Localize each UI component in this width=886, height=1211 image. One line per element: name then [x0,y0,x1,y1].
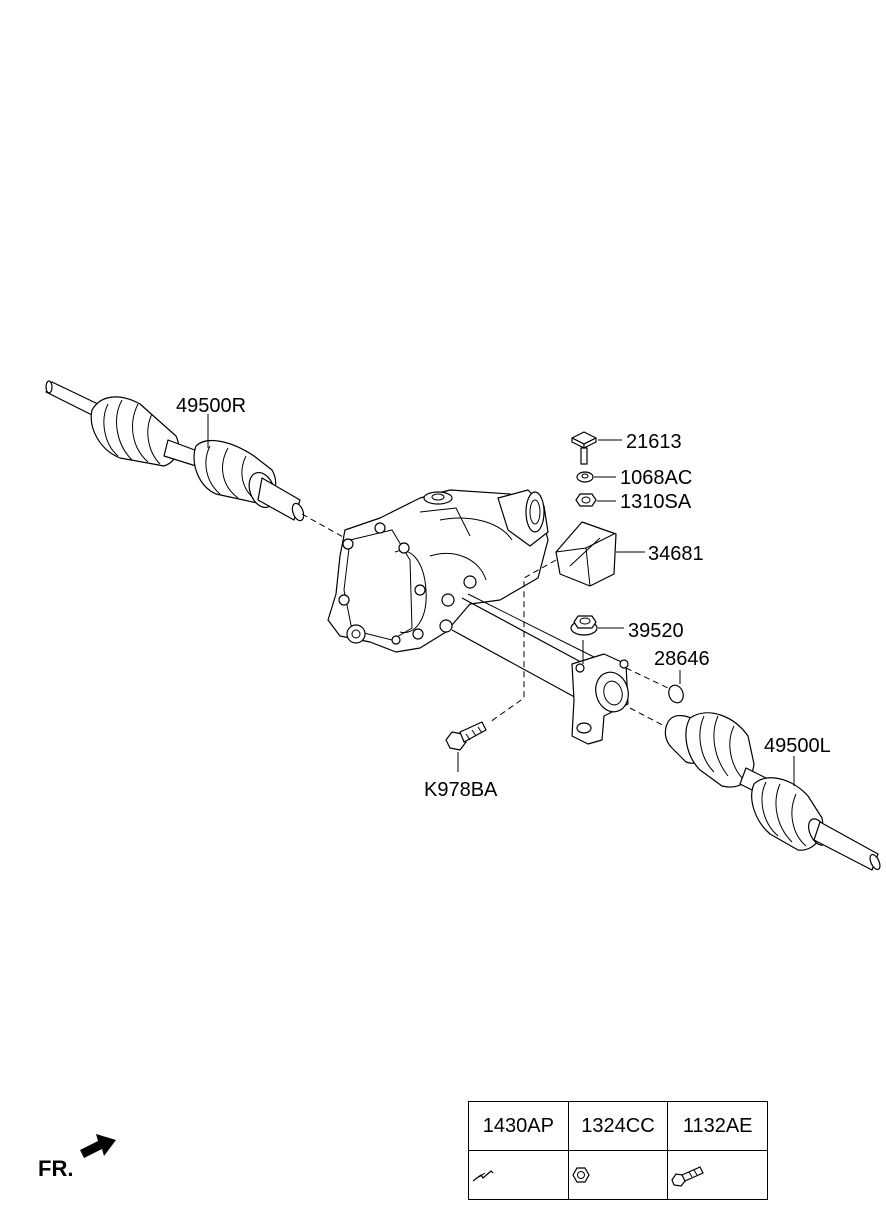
legend-code-1430AP: 1430AP [468,1101,569,1151]
mount-bracket [571,640,629,745]
fr-label: FR. [38,1156,73,1181]
legend-cell-pin [468,1150,569,1200]
label-K978BA: K978BA [424,779,498,801]
pin-icon [472,1170,494,1182]
nut-39520 [570,615,624,636]
differential-housing [327,489,549,653]
label-28646: 28646 [654,648,710,670]
drive-shaft-right [45,380,305,522]
bracket-34681 [555,521,645,587]
label-1068AC: 1068AC [620,467,692,489]
label-39520: 39520 [628,620,684,642]
axle-tube [451,593,601,701]
legend-cell-bolt [667,1150,768,1200]
label-49500R: 49500R [176,395,246,417]
bolt-icon [671,1166,705,1187]
washer-1068AC [576,471,616,483]
label-49500L: 49500L [764,735,831,757]
bolt-K978BA [445,721,487,772]
parts-legend-table: 1430AP 1324CC 1132AE [468,1101,768,1200]
nut-icon [571,1167,590,1183]
nut-1310SA [575,493,616,507]
arrow-icon [80,1134,116,1158]
label-1310SA: 1310SA [620,491,692,513]
cap-28646 [668,670,684,704]
drive-shaft-left [664,712,881,871]
legend-cell-nut [567,1150,669,1200]
label-21613: 21613 [626,431,682,453]
legend-code-1132AE: 1132AE [667,1101,768,1151]
bolt-21613 [571,431,622,465]
front-direction-marker: FR. [38,1134,116,1181]
label-34681: 34681 [648,543,704,565]
legend-code-1324CC: 1324CC [567,1101,669,1151]
